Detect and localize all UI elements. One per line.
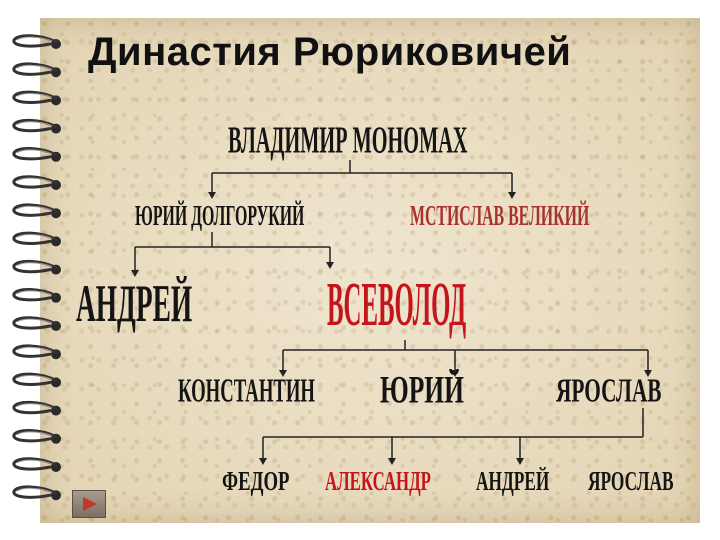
node-andrei: АНДРЕЙ	[76, 274, 193, 334]
node-yuri: ЮРИЙ	[380, 368, 464, 412]
binding-ring	[12, 203, 61, 219]
binding-ring	[12, 118, 61, 134]
node-vladimir-monomakh: ВЛАДИМИР МОНОМАХ	[228, 119, 468, 162]
connector-line	[211, 160, 513, 192]
arrowhead	[388, 458, 396, 465]
node-konstantin: КОНСТАНТИН	[178, 371, 315, 410]
binding-ring	[12, 34, 61, 49]
binding-ring	[12, 288, 61, 303]
connector-line	[282, 340, 649, 370]
arrowhead	[508, 192, 516, 199]
node-fedor: ФЕДОР	[222, 467, 290, 497]
binding-ring	[12, 457, 61, 472]
slide-background	[40, 18, 700, 523]
binding-ring	[12, 259, 61, 275]
binding-ring	[12, 344, 61, 360]
node-yaroslav-gen4: ЯРОСЛАВ	[556, 371, 662, 410]
node-mstislav-veliky: МСТИСЛАВ ВЕЛИКИЙ	[410, 199, 590, 232]
node-vsevolod: ВСЕВОЛОД	[327, 269, 467, 340]
binding-ring	[12, 316, 61, 331]
binding-ring	[12, 231, 61, 247]
arrowhead	[279, 370, 287, 377]
node-alexander: АЛЕКСАНДР	[325, 467, 431, 497]
arrowhead	[131, 270, 139, 277]
node-yaroslav-gen5: ЯРОСЛАВ	[588, 467, 674, 497]
arrowhead	[451, 370, 459, 377]
connector-line	[134, 232, 331, 270]
next-slide-button[interactable]	[72, 490, 106, 518]
arrowhead	[259, 458, 267, 465]
arrowhead	[326, 262, 334, 269]
arrowhead	[644, 370, 652, 377]
play-triangle-icon	[83, 497, 97, 511]
spiral-binding	[12, 34, 61, 501]
node-yuri-dolgoruky: ЮРИЙ ДОЛГОРУКИЙ	[135, 199, 305, 232]
arrowhead	[208, 192, 216, 199]
binding-ring	[12, 485, 61, 501]
binding-ring	[12, 90, 61, 106]
node-andrei-gen5: АНДРЕЙ	[476, 467, 550, 497]
arrowhead	[516, 458, 524, 465]
binding-ring	[12, 175, 61, 190]
binding-ring	[12, 372, 61, 388]
connector-line	[262, 408, 644, 458]
binding-ring	[12, 400, 61, 416]
binding-ring	[12, 429, 61, 444]
page-title: Династия Рюриковичей	[88, 30, 572, 74]
binding-ring	[12, 147, 61, 162]
binding-ring	[12, 62, 61, 78]
